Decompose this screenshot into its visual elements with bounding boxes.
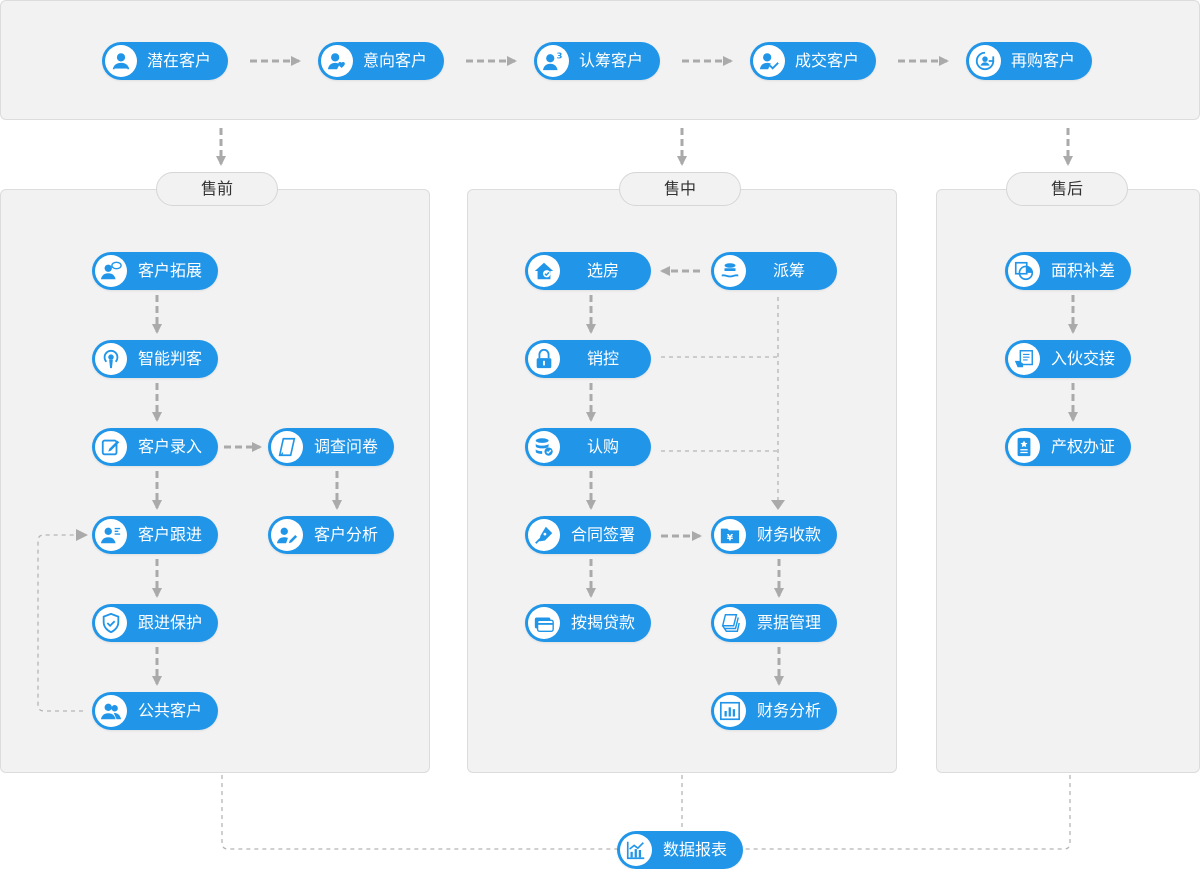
coin-stack-icon bbox=[714, 255, 746, 287]
line-post-report bbox=[743, 775, 1071, 850]
node-label: 入伙交接 bbox=[1050, 349, 1115, 368]
database-check-icon bbox=[528, 431, 560, 463]
node-customer-entry[interactable]: 客户录入 bbox=[92, 428, 218, 466]
node-finance-collection[interactable]: ¥ 财务收款 bbox=[711, 516, 837, 554]
house-icon bbox=[528, 255, 560, 287]
user-check-icon bbox=[753, 45, 785, 77]
area-icon bbox=[1008, 255, 1040, 287]
node-label: 调查问卷 bbox=[313, 437, 378, 456]
shield-icon bbox=[95, 607, 127, 639]
stack-papers-icon bbox=[714, 607, 746, 639]
node-label: 再购客户 bbox=[1011, 51, 1076, 70]
node-label: 客户跟进 bbox=[137, 525, 202, 544]
node-repurchase-customer[interactable]: 再购客户 bbox=[966, 42, 1092, 80]
node-customer-analysis[interactable]: 客户分析 bbox=[268, 516, 394, 554]
edit-icon bbox=[95, 431, 127, 463]
pre-sale-panel bbox=[0, 189, 430, 773]
node-label: 认筹客户 bbox=[579, 51, 644, 70]
node-label: 跟进保护 bbox=[137, 613, 202, 632]
svg-text:¥: ¥ bbox=[727, 533, 734, 544]
user-edit-icon bbox=[271, 519, 303, 551]
node-survey[interactable]: 调查问卷 bbox=[268, 428, 394, 466]
node-select-house[interactable]: 选房 bbox=[525, 252, 651, 290]
trend-chart-icon bbox=[620, 834, 652, 866]
user-cycle-icon bbox=[969, 45, 1001, 77]
node-invoice-management[interactable]: 票据管理 bbox=[711, 604, 837, 642]
node-contract-sign[interactable]: 合同签署 bbox=[525, 516, 651, 554]
node-property-certificate[interactable]: 产权办证 bbox=[1005, 428, 1131, 466]
node-customer-expansion[interactable]: 客户拓展 bbox=[92, 252, 218, 290]
node-dispatch[interactable]: 派筹 bbox=[711, 252, 837, 290]
node-move-in-handover[interactable]: 入伙交接 bbox=[1005, 340, 1131, 378]
hand-document-icon bbox=[1008, 343, 1040, 375]
node-label: 面积补差 bbox=[1050, 261, 1115, 280]
yuan-folder-icon: ¥ bbox=[714, 519, 746, 551]
svg-text:3: 3 bbox=[557, 50, 563, 60]
credit-card-icon bbox=[528, 607, 560, 639]
line-pre-report bbox=[221, 775, 618, 850]
user-icon bbox=[105, 45, 137, 77]
node-deal-customer[interactable]: 成交客户 bbox=[750, 42, 876, 80]
phase-pre-sale: 售前 bbox=[156, 172, 278, 206]
node-label: 票据管理 bbox=[756, 613, 821, 632]
node-label: 客户录入 bbox=[137, 437, 202, 456]
node-label: 潜在客户 bbox=[147, 51, 212, 70]
node-followup-protection[interactable]: 跟进保护 bbox=[92, 604, 218, 642]
signal-icon bbox=[95, 343, 127, 375]
node-label: 派筹 bbox=[772, 261, 805, 280]
node-sales-control[interactable]: 销控 bbox=[525, 340, 651, 378]
node-smart-judgement[interactable]: 智能判客 bbox=[92, 340, 218, 378]
phase-mid-sale: 售中 bbox=[619, 172, 741, 206]
node-label: 选房 bbox=[586, 261, 619, 280]
bar-chart-icon bbox=[714, 695, 746, 727]
user-chat-icon bbox=[95, 255, 127, 287]
node-label: 财务分析 bbox=[756, 701, 821, 720]
questionnaire-icon bbox=[271, 431, 303, 463]
node-subscribe-customer[interactable]: 3 认筹客户 bbox=[534, 42, 660, 80]
node-label: 财务收款 bbox=[756, 525, 821, 544]
node-subscribe[interactable]: 认购 bbox=[525, 428, 651, 466]
node-intent-customer[interactable]: 意向客户 bbox=[318, 42, 444, 80]
node-public-customer[interactable]: 公共客户 bbox=[92, 692, 218, 730]
node-label: 智能判客 bbox=[137, 349, 202, 368]
node-label: 成交客户 bbox=[795, 51, 860, 70]
node-label: 认购 bbox=[586, 437, 619, 456]
node-potential-customer[interactable]: 潜在客户 bbox=[102, 42, 228, 80]
node-label: 意向客户 bbox=[363, 51, 428, 70]
pen-nib-icon bbox=[528, 519, 560, 551]
node-label: 数据报表 bbox=[662, 840, 727, 859]
node-label: 销控 bbox=[586, 349, 619, 368]
certificate-icon bbox=[1008, 431, 1040, 463]
lock-icon bbox=[528, 343, 560, 375]
node-area-compensation[interactable]: 面积补差 bbox=[1005, 252, 1131, 290]
line-public-loop bbox=[37, 534, 83, 712]
node-label: 产权办证 bbox=[1050, 437, 1115, 456]
users-icon bbox=[95, 695, 127, 727]
node-finance-analysis[interactable]: 财务分析 bbox=[711, 692, 837, 730]
user-list-icon bbox=[95, 519, 127, 551]
node-label: 合同签署 bbox=[570, 525, 635, 544]
node-label: 按揭贷款 bbox=[570, 613, 635, 632]
node-label: 客户分析 bbox=[313, 525, 378, 544]
node-customer-followup[interactable]: 客户跟进 bbox=[92, 516, 218, 554]
user-three-icon: 3 bbox=[537, 45, 569, 77]
node-mortgage-loan[interactable]: 按揭贷款 bbox=[525, 604, 651, 642]
node-label: 客户拓展 bbox=[137, 261, 202, 280]
user-heart-icon bbox=[321, 45, 353, 77]
phase-post-sale: 售后 bbox=[1006, 172, 1128, 206]
node-label: 公共客户 bbox=[137, 701, 202, 720]
node-data-report[interactable]: 数据报表 bbox=[617, 831, 743, 869]
